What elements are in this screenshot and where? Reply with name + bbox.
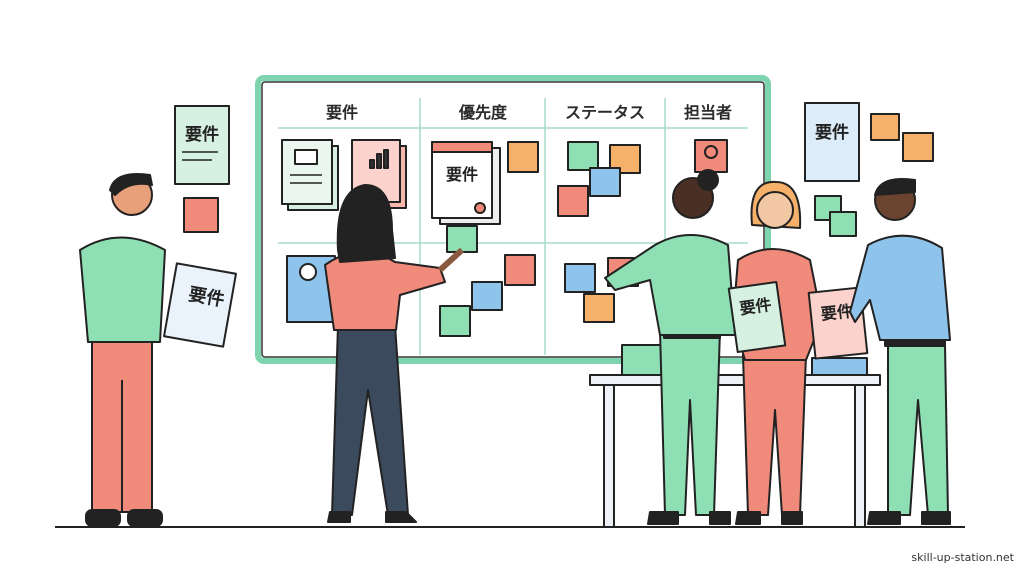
watermark: skill-up-station.net xyxy=(911,551,1014,564)
person-man-right xyxy=(849,178,951,525)
held-requirement-document xyxy=(727,280,787,354)
sticky-note xyxy=(507,141,539,173)
sticky-note xyxy=(902,132,934,162)
person-woman-green xyxy=(604,169,736,525)
column-header-status: ステータス xyxy=(565,103,645,122)
sticky-note xyxy=(183,197,219,233)
sticky-note xyxy=(439,305,471,337)
wall-requirement-document xyxy=(804,102,860,182)
sticky-note xyxy=(504,254,536,286)
wall-notes: 要件 要件 xyxy=(174,102,934,237)
document-stack xyxy=(811,357,868,376)
sticky-note xyxy=(829,211,857,237)
sticky-note xyxy=(589,167,621,197)
sticky-note xyxy=(567,141,599,171)
document-title: 要件 xyxy=(446,165,478,184)
person-woman-pointing xyxy=(324,184,465,523)
wall-requirement-document xyxy=(174,105,230,185)
sticky-note xyxy=(870,113,900,141)
document-title: 要件 xyxy=(185,124,219,145)
column-header-requirements: 要件 xyxy=(326,103,358,122)
table xyxy=(589,344,881,528)
column-header-assignee: 担当者 xyxy=(684,103,732,122)
document-title: 要件 xyxy=(738,295,772,318)
document-title: 要件 xyxy=(820,301,854,323)
sticky-note xyxy=(471,281,503,311)
assignee-avatar-card xyxy=(694,139,728,173)
sticky-note xyxy=(583,293,615,323)
document-title: 要件 xyxy=(815,122,849,143)
person-man-left: 要件 xyxy=(79,173,237,527)
sticky-note xyxy=(557,185,589,217)
sticky-note xyxy=(446,225,478,253)
held-requirement-document xyxy=(163,262,237,348)
column-header-priority: 優先度 xyxy=(458,103,508,122)
sticky-note xyxy=(564,263,596,293)
